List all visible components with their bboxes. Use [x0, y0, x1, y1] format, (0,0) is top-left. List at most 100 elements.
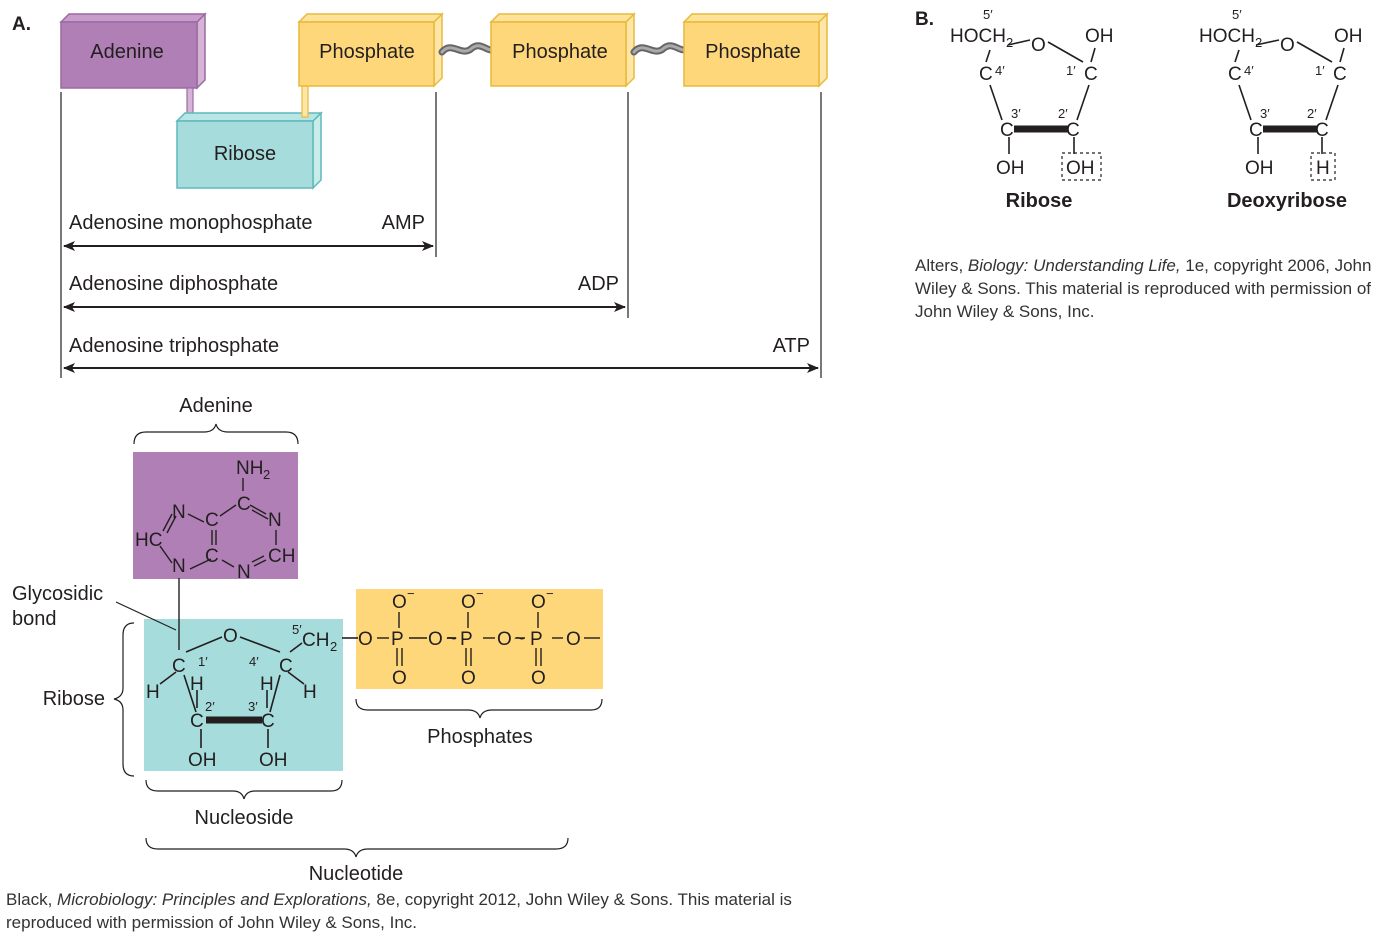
black-credit-rest: 8e, copyright 2012, John Wiley & Sons. T… — [6, 890, 792, 932]
svg-text:−: − — [407, 586, 415, 601]
svg-text:N: N — [172, 556, 186, 577]
alters-credit-title: Biology: Understanding Life, — [967, 256, 1181, 275]
svg-text:HC: HC — [135, 530, 162, 551]
svg-text:O: O — [531, 592, 546, 613]
adenine-region — [133, 452, 298, 579]
svg-text:C: C — [205, 546, 219, 567]
svg-text:C: C — [1228, 64, 1242, 85]
adenine-molecule — [159, 478, 277, 650]
svg-text:4′: 4′ — [995, 63, 1005, 78]
svg-text:~: ~ — [514, 629, 525, 650]
svg-text:C: C — [1249, 120, 1263, 141]
svg-text:P: P — [460, 629, 473, 650]
deoxyribose-2prime-h: H — [1316, 158, 1330, 179]
svg-text:O: O — [1280, 35, 1295, 56]
svg-text:5′: 5′ — [983, 7, 993, 22]
svg-text:2′: 2′ — [205, 699, 215, 714]
svg-text:P: P — [391, 629, 404, 650]
svg-text:C: C — [1315, 120, 1329, 141]
svg-text:2: 2 — [1255, 35, 1262, 50]
svg-text:2: 2 — [330, 639, 337, 654]
svg-text:OH: OH — [188, 750, 217, 771]
svg-text:2: 2 — [1006, 35, 1013, 50]
ribose-block-label: Ribose — [214, 143, 276, 165]
svg-text:−: − — [546, 586, 554, 601]
svg-text:H: H — [303, 682, 317, 703]
ribose-2prime-oh: OH — [1066, 158, 1095, 179]
svg-text:N: N — [237, 562, 251, 583]
panel-b-deoxyribose-name: Deoxyribose — [1227, 190, 1347, 212]
svg-text:OH: OH — [259, 750, 288, 771]
svg-text:O: O — [531, 668, 546, 689]
svg-text:NH: NH — [236, 458, 263, 479]
svg-text:O: O — [392, 668, 407, 689]
svg-text:1′: 1′ — [1315, 63, 1325, 78]
nucleoside-brace — [145, 779, 343, 800]
panel-b-ribose-name: Ribose — [1006, 190, 1073, 212]
amp-abbr: AMP — [382, 212, 425, 234]
svg-text:C: C — [1000, 120, 1014, 141]
svg-text:P: P — [530, 629, 543, 650]
panel-b-label: B. — [915, 9, 934, 30]
black-credit-title: Microbiology: Principles and Exploration… — [57, 890, 372, 909]
svg-text:~: ~ — [446, 629, 457, 650]
svg-text:C: C — [205, 510, 219, 531]
svg-text:1′: 1′ — [198, 654, 208, 669]
svg-text:O: O — [497, 629, 512, 650]
svg-text:3′: 3′ — [1260, 106, 1270, 121]
svg-text:O: O — [566, 629, 581, 650]
svg-text:2: 2 — [263, 467, 270, 482]
svg-text:CH: CH — [268, 546, 295, 567]
svg-text:C: C — [1333, 64, 1347, 85]
svg-text:5′: 5′ — [1232, 7, 1242, 22]
svg-text:O: O — [428, 629, 443, 650]
adp-name: Adenosine diphosphate — [69, 273, 278, 295]
nucleotide-brace — [145, 837, 569, 858]
svg-text:OH: OH — [1085, 26, 1114, 47]
atp-name: Adenosine triphosphate — [69, 335, 279, 357]
adenine-brace — [133, 423, 299, 445]
phosphate-atoms: O O− P O O ~ O− P O O ~ O− P O O — [358, 586, 581, 689]
svg-text:O: O — [392, 592, 407, 613]
alters-credit-author: Alters, — [915, 256, 968, 275]
phosphate-1-label: Phosphate — [319, 41, 415, 63]
nucleoside-label: Nucleoside — [195, 807, 294, 829]
glycosidic-label-line2: bond — [12, 608, 57, 630]
adenine-block-label: Adenine — [90, 41, 163, 63]
svg-text:5′: 5′ — [292, 622, 302, 637]
svg-text:O: O — [358, 629, 373, 650]
black-credit: Black, Microbiology: Principles and Expl… — [6, 888, 856, 934]
svg-text:H: H — [146, 682, 160, 703]
svg-text:1′: 1′ — [1066, 63, 1076, 78]
phosphate-block-1: Phosphate — [297, 12, 444, 88]
svg-text:C: C — [279, 656, 293, 677]
svg-text:OH: OH — [1334, 26, 1363, 47]
adenine-block: Adenine — [59, 12, 207, 90]
phosphate-2-label: Phosphate — [512, 41, 608, 63]
phosphate-block-2: Phosphate — [489, 12, 636, 88]
svg-text:H: H — [260, 674, 274, 695]
svg-text:C: C — [237, 494, 251, 515]
nucleotide-label: Nucleotide — [309, 863, 404, 885]
ribose-structure-label: Ribose — [43, 688, 105, 710]
alters-credit: Alters, Biology: Understanding Life, 1e,… — [915, 254, 1385, 323]
amp-name: Adenosine monophosphate — [69, 212, 313, 234]
ribose-molecule — [159, 636, 358, 748]
phosphate-region — [356, 589, 603, 689]
svg-text:C: C — [979, 64, 993, 85]
svg-text:C: C — [190, 711, 204, 732]
svg-text:HOCH: HOCH — [950, 26, 1006, 47]
svg-text:2′: 2′ — [1058, 106, 1068, 121]
svg-text:O: O — [1031, 35, 1046, 56]
svg-text:H: H — [190, 674, 204, 695]
atp-abbr: ATP — [773, 335, 810, 357]
svg-text:OH: OH — [1245, 158, 1274, 179]
svg-text:O: O — [461, 668, 476, 689]
svg-text:C: C — [261, 711, 275, 732]
phosphates-label: Phosphates — [427, 726, 533, 748]
